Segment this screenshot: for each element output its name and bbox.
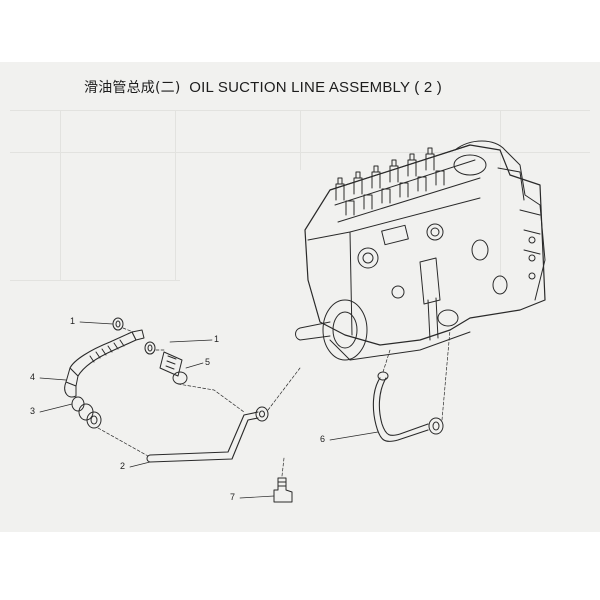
pipe-part-6	[372, 371, 444, 443]
callout-3: 3	[30, 406, 36, 416]
delivery-valves	[335, 147, 445, 216]
callout-5: 5	[205, 357, 211, 367]
callout-1-right: 1	[214, 334, 220, 344]
elbow-fitting-part-7	[273, 477, 293, 503]
title-english: OIL SUCTION LINE ASSEMBLY ( 2 )	[189, 79, 442, 96]
callout-6: 6	[320, 434, 326, 444]
suction-pipe-part-2	[146, 406, 269, 463]
page-title: 滑油管总成(二) OIL SUCTION LINE ASSEMBLY ( 2 )	[84, 77, 442, 97]
fitting-part-3	[71, 396, 102, 429]
callout-2: 2	[120, 461, 126, 471]
callout-1-top: 1	[70, 316, 76, 326]
hose-part-4	[64, 329, 145, 398]
callout-4: 4	[30, 372, 36, 382]
washer-part-1-right	[144, 341, 156, 355]
injection-pump	[295, 140, 546, 361]
scanned-page	[0, 62, 600, 532]
leader-lines	[39, 321, 451, 499]
callout-7: 7	[230, 492, 236, 502]
banjo-bolt-part-5	[159, 351, 188, 385]
washer-part-1-top	[112, 317, 124, 331]
title-chinese: 滑油管总成(二)	[84, 80, 181, 96]
